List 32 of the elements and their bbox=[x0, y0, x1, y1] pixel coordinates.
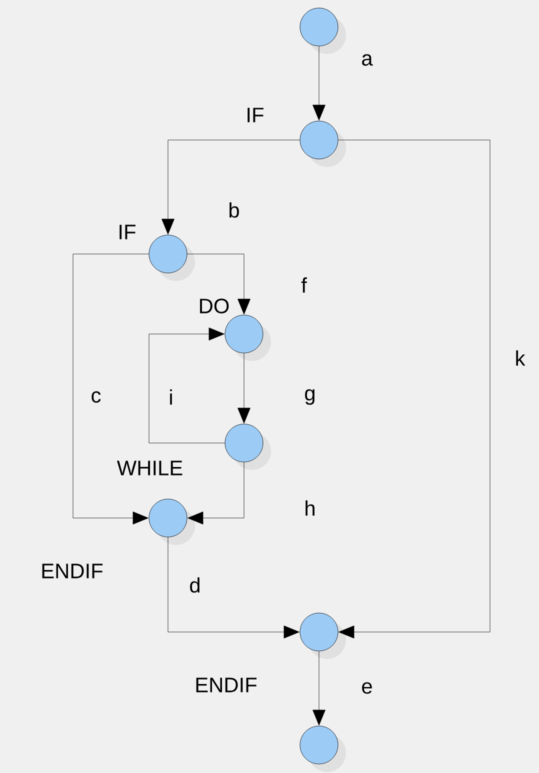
node-circle bbox=[224, 424, 271, 470]
node-label: ENDIF bbox=[196, 678, 257, 692]
edge-label: d bbox=[188, 576, 202, 594]
arrow bbox=[72, 254, 149, 524]
edge-label: b bbox=[227, 201, 241, 219]
edge-label: i bbox=[168, 388, 174, 406]
edge-label: g bbox=[303, 388, 317, 406]
node-circle bbox=[300, 726, 346, 772]
arrow bbox=[238, 353, 250, 424]
node-label: WHILE bbox=[116, 460, 182, 476]
edge-label: a bbox=[360, 53, 374, 67]
arrow bbox=[148, 328, 225, 444]
node-circle bbox=[148, 498, 195, 545]
edge-label: h bbox=[303, 499, 317, 517]
node-circle bbox=[224, 314, 271, 361]
node-circle bbox=[300, 120, 346, 167]
arrow bbox=[312, 651, 326, 726]
edge-label: e bbox=[360, 681, 374, 695]
arrow bbox=[312, 46, 326, 120]
edge-label: f bbox=[300, 276, 308, 294]
arrow bbox=[187, 254, 250, 314]
arrow bbox=[168, 537, 300, 638]
arrow bbox=[338, 140, 490, 638]
node-label: IF bbox=[248, 108, 264, 122]
node-circle bbox=[148, 234, 195, 281]
arrow bbox=[162, 140, 300, 234]
node-label: DO bbox=[200, 298, 229, 314]
arrow bbox=[188, 462, 244, 524]
node-circle bbox=[300, 8, 346, 54]
node-label: ENDIF bbox=[42, 564, 103, 578]
node-label: IF bbox=[120, 224, 136, 240]
node-circle bbox=[300, 612, 346, 659]
